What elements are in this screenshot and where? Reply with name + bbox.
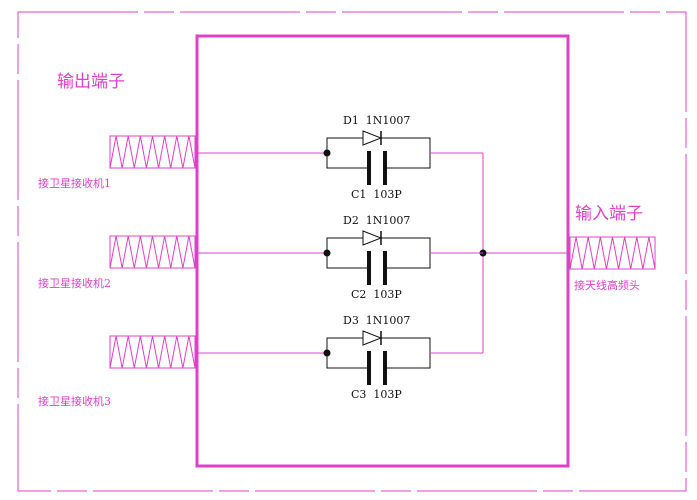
diode-lead-left <box>326 337 363 353</box>
output-connector-1 <box>109 135 196 169</box>
receiver-branch-2: 接卫星接收机2 D2 1N1007 C2 103P <box>38 214 483 301</box>
diode-lead-right <box>381 137 431 153</box>
outer-enclosure <box>17 11 687 492</box>
input-connector-coil <box>569 236 656 270</box>
capacitor-lead-right <box>386 153 431 169</box>
receiver-label-3: 接卫星接收机3 <box>38 394 111 408</box>
receiver-branch-3: 接卫星接收机3 D3 1N1007 C3 103P <box>38 314 483 408</box>
diode-lead-right <box>381 337 431 353</box>
receiver-label-2: 接卫星接收机2 <box>38 276 111 290</box>
capacitor-label-1: C1 103P <box>351 188 402 201</box>
diode-lead-left <box>326 137 363 153</box>
diode-lead-right <box>381 237 431 253</box>
capacitor-lead-right <box>386 353 431 369</box>
capacitor-label-3: C3 103P <box>351 388 402 401</box>
input-terminal-label: 输入端子 <box>575 204 643 224</box>
diode-label-1: D1 1N1007 <box>343 114 410 127</box>
connector-coil <box>109 135 196 169</box>
antenna-lnb-label: 接天线高频头 <box>574 278 640 292</box>
output-connector-2 <box>109 235 196 269</box>
diode-icon <box>362 230 383 246</box>
capacitor-lead-right <box>386 253 431 269</box>
inner-box <box>195 34 570 468</box>
capacitor-lead-left <box>326 253 368 269</box>
capacitor-label-2: C2 103P <box>351 288 402 301</box>
receiver-branches: 接卫星接收机1 D1 1N1007 C1 103P 接卫星接收机2 D2 1N1007C… <box>38 114 483 408</box>
output-terminal-label: 输出端子 <box>57 72 125 92</box>
connector-coil <box>569 236 656 270</box>
diode-icon <box>362 330 383 346</box>
connector-coil <box>109 335 196 369</box>
receiver-branch-1: 接卫星接收机1 D1 1N1007 C1 103P <box>38 114 483 201</box>
diode-label-2: D2 1N1007 <box>343 214 410 227</box>
input-connector <box>569 236 656 270</box>
output-connector-3 <box>109 335 196 369</box>
diode-label-3: D3 1N1007 <box>343 314 410 327</box>
receiver-label-1: 接卫星接收机1 <box>38 176 111 190</box>
capacitor-lead-left <box>326 153 368 169</box>
diode-icon <box>362 130 383 146</box>
capacitor-lead-left <box>326 353 368 369</box>
connector-coil <box>109 235 196 269</box>
diode-lead-left <box>326 237 363 253</box>
